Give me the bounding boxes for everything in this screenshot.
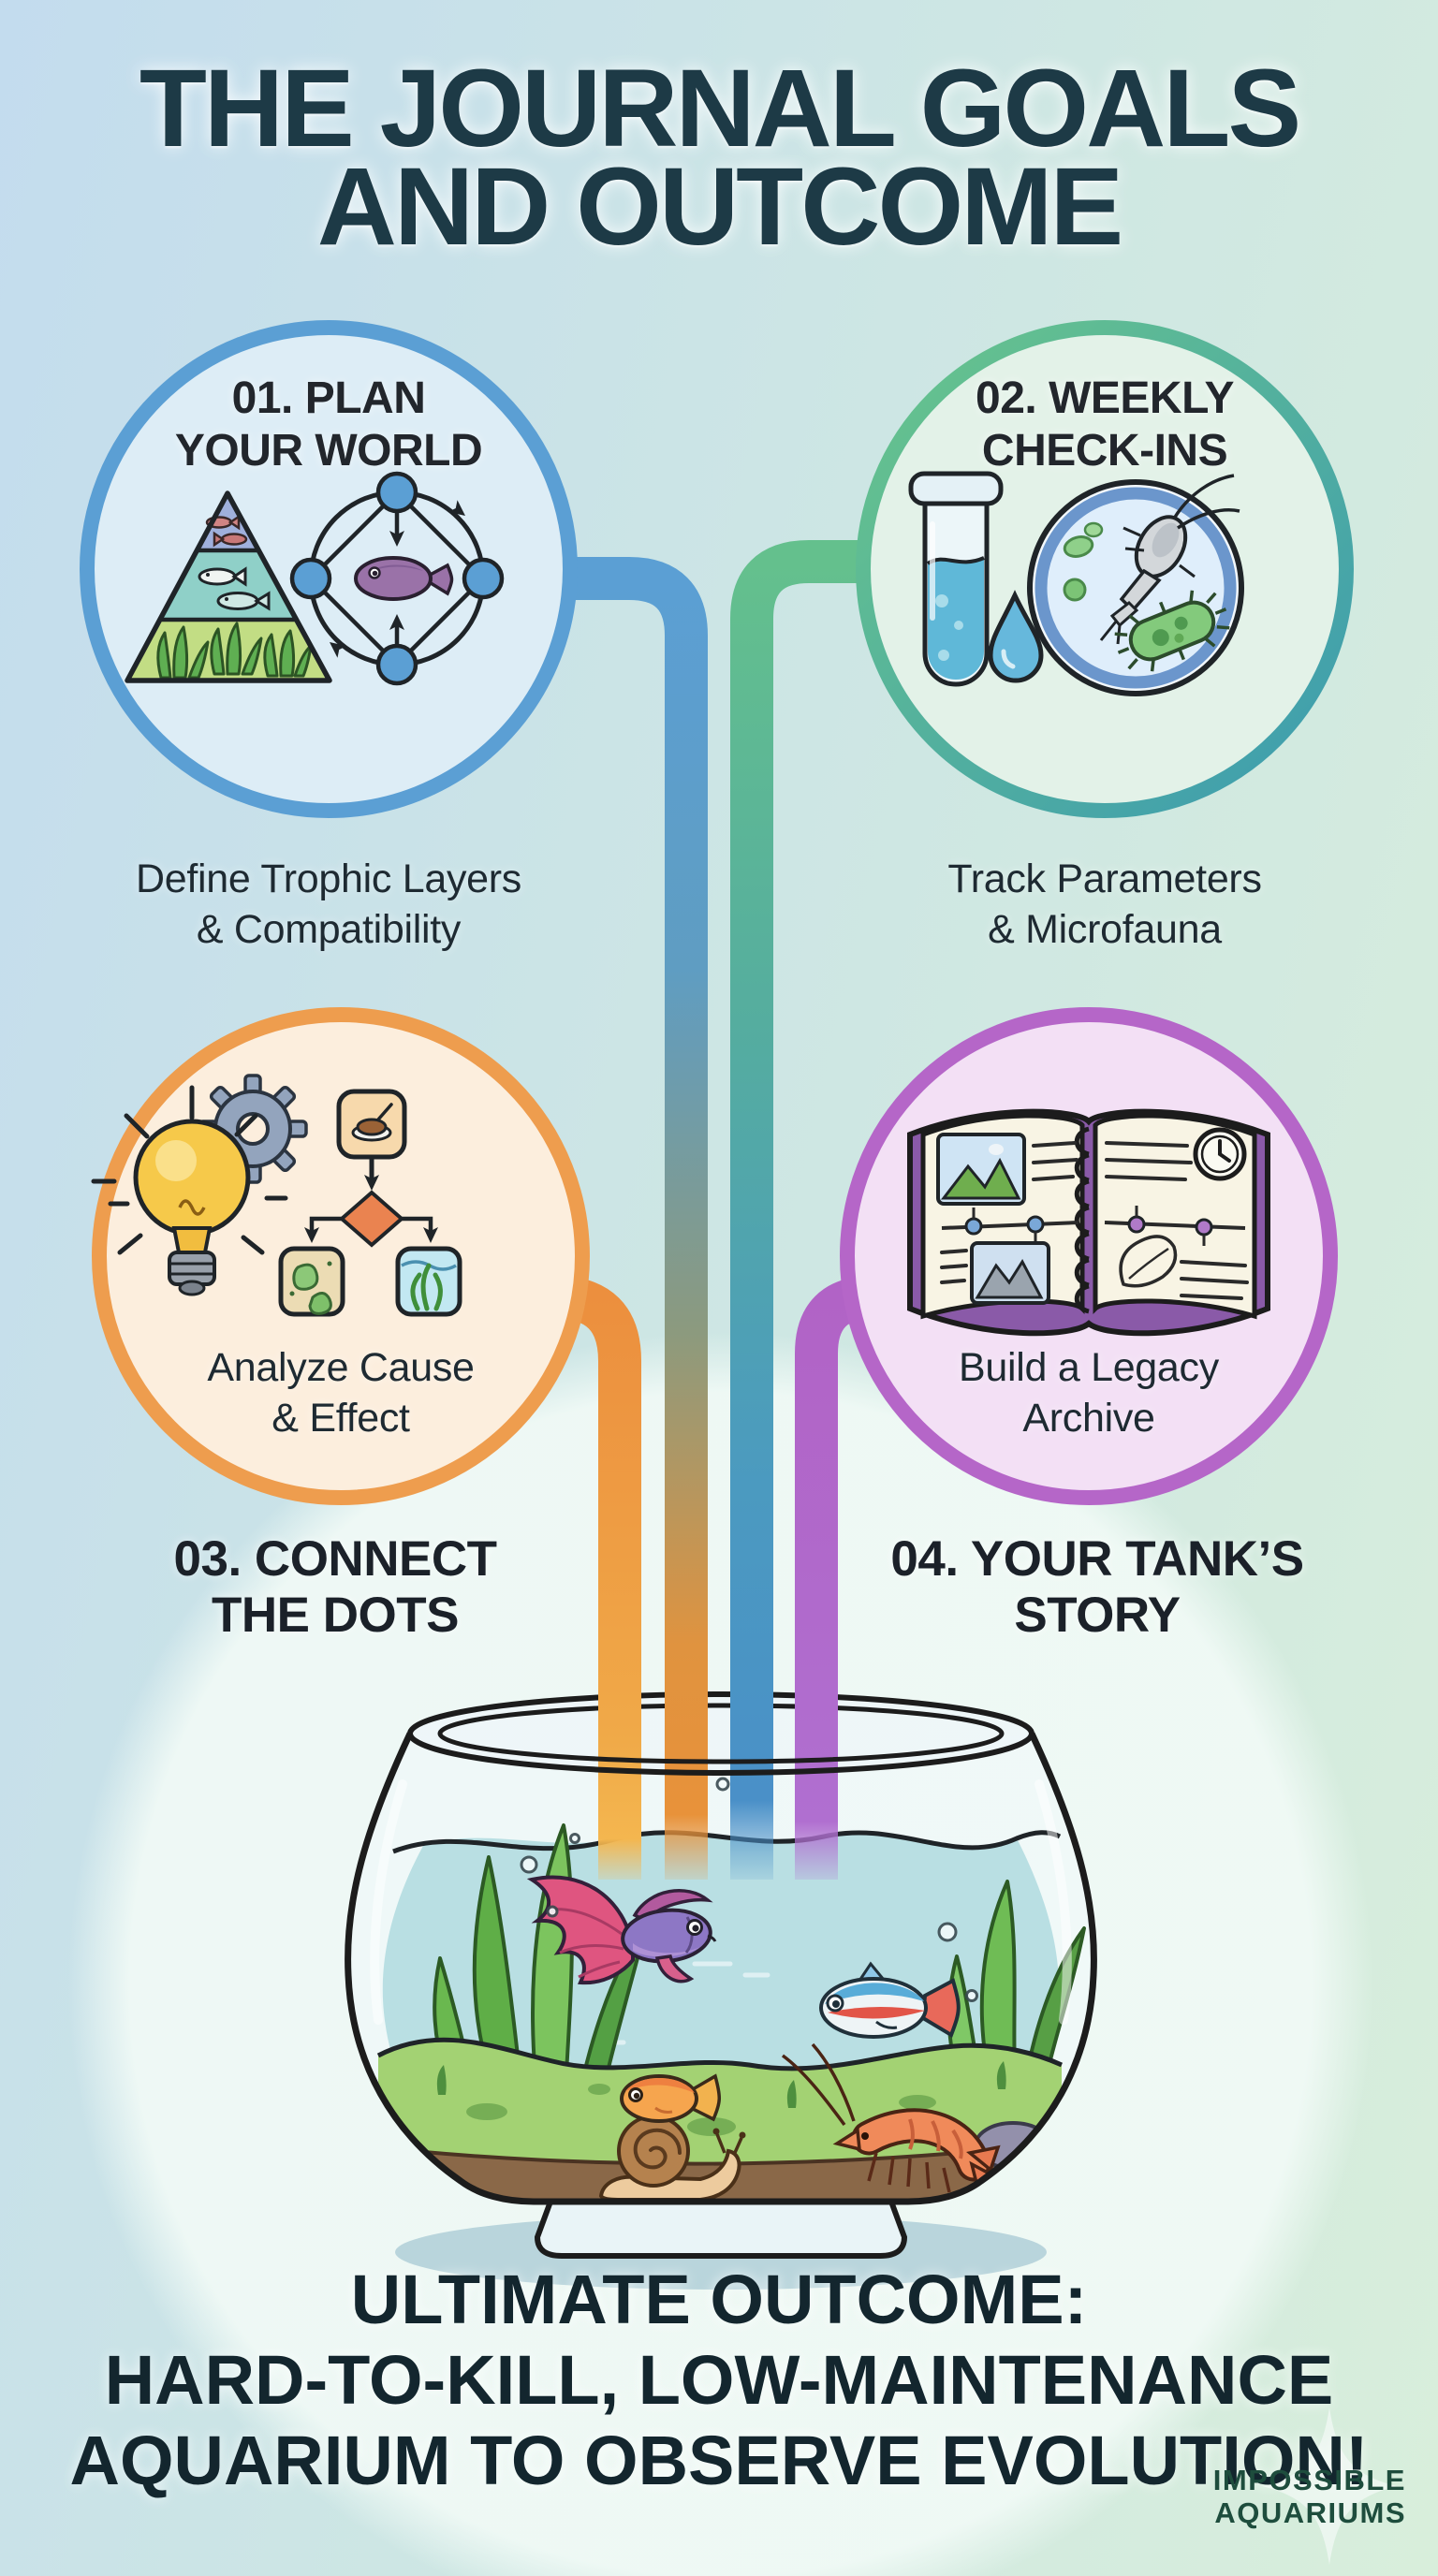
step2-heading-line1: 02. WEEKLY (976, 373, 1235, 423)
step4-label-line1: 04. YOUR TANK’S (890, 1531, 1304, 1587)
trophic-pyramid-icon (125, 490, 332, 683)
step4-circle (840, 1007, 1338, 1505)
copepod (1099, 474, 1240, 645)
glass-highlights (370, 1779, 1072, 2025)
bowl-inner-rim (437, 1733, 1005, 1764)
connector-pipes (537, 540, 891, 1880)
step1-caption-line2: & Compatibility (196, 907, 462, 952)
outcome-line2: HARD-TO-KILL, LOW-MAINTENANCE (104, 2341, 1334, 2419)
betta-fish (526, 1875, 717, 1985)
brand-logo-line1: IMPOSSIBLE (1212, 2464, 1406, 2496)
brand-logo: IMPOSSIBLE AQUARIUMS (1213, 2464, 1406, 2529)
step3-caption: Analyze Cause & Effect (207, 1342, 475, 1443)
page-title-line2: AND OUTCOME (316, 145, 1124, 269)
fishbowl-illustration (345, 1691, 1097, 2290)
bowl-foot (534, 2199, 908, 2259)
bowl-opening (410, 1694, 1032, 1773)
microfauna-dish-icon (1027, 474, 1244, 696)
step2-caption-line2: & Microfauna (988, 907, 1222, 952)
water-surface-line (392, 1830, 1062, 1854)
pipe-step1 (558, 557, 708, 1880)
outcome-line3: AQUARIUM TO OBSERVE EVOLUTION! (69, 2422, 1369, 2499)
ecosystem-network-icon (289, 471, 505, 686)
page-title: THE JOURNAL GOALS AND OUTCOME (139, 47, 1301, 269)
journal-book-icon (907, 1108, 1270, 1337)
step3-label-line1: 03. CONNECT (173, 1531, 497, 1587)
bubbles (520, 1777, 978, 2002)
page-title-line1: THE JOURNAL GOALS (139, 47, 1301, 170)
lightbulb-icon (91, 1085, 288, 1296)
bowl-front-rim (407, 1733, 1034, 1776)
step1-heading-line1: 01. PLAN (231, 373, 426, 423)
logo-sparkle-icon (1262, 2408, 1397, 2565)
step2-heading-line2: CHECK-INS (981, 426, 1228, 476)
step4-label: 04. YOUR TANK’S STORY (890, 1531, 1304, 1644)
flowchart-icon (278, 1089, 462, 1317)
outcome-statement: ULTIMATE OUTCOME: HARD-TO-KILL, LOW-MAIN… (70, 2260, 1369, 2501)
orange-fish (620, 2073, 721, 2123)
step4-label-line2: STORY (1014, 1588, 1181, 1643)
step4-caption: Build a Legacy Archive (959, 1342, 1219, 1443)
bowl-outline (345, 1732, 1097, 2205)
step4-caption-line1: Build a Legacy (959, 1345, 1219, 1390)
water-drop-icon (988, 590, 1044, 683)
step2-heading: 02. WEEKLY CHECK-INS (976, 373, 1235, 477)
bacterium (1114, 590, 1230, 672)
step3-label: 03. CONNECT THE DOTS (174, 1531, 497, 1644)
step1-circle (80, 320, 578, 818)
step2-circle (856, 320, 1354, 818)
step3-caption-line1: Analyze Cause (207, 1345, 475, 1390)
test-tube-icon (908, 471, 1004, 687)
brand-logo-line2: AQUARIUMS (1214, 2496, 1406, 2529)
neon-tetra-fish (819, 1961, 961, 2039)
step3-label-line2: THE DOTS (212, 1588, 459, 1643)
step1-caption: Define Trophic Layers & Compatibility (136, 854, 521, 955)
spiral-binding (1074, 1126, 1090, 1314)
step2-caption-line1: Track Parameters (947, 856, 1262, 901)
step1-heading-line2: YOUR WORLD (174, 426, 483, 476)
shrimp (781, 2042, 1001, 2193)
step1-caption-line1: Define Trophic Layers (136, 856, 521, 901)
step1-heading: 01. PLAN YOUR WORLD (174, 373, 483, 477)
step4-caption-line2: Archive (1022, 1396, 1155, 1441)
pipe-step2 (730, 540, 880, 1880)
outcome-line1: ULTIMATE OUTCOME: (350, 2261, 1088, 2338)
step2-caption: Track Parameters & Microfauna (947, 854, 1262, 955)
step3-caption-line2: & Effect (271, 1396, 410, 1441)
step3-circle (91, 1007, 590, 1505)
